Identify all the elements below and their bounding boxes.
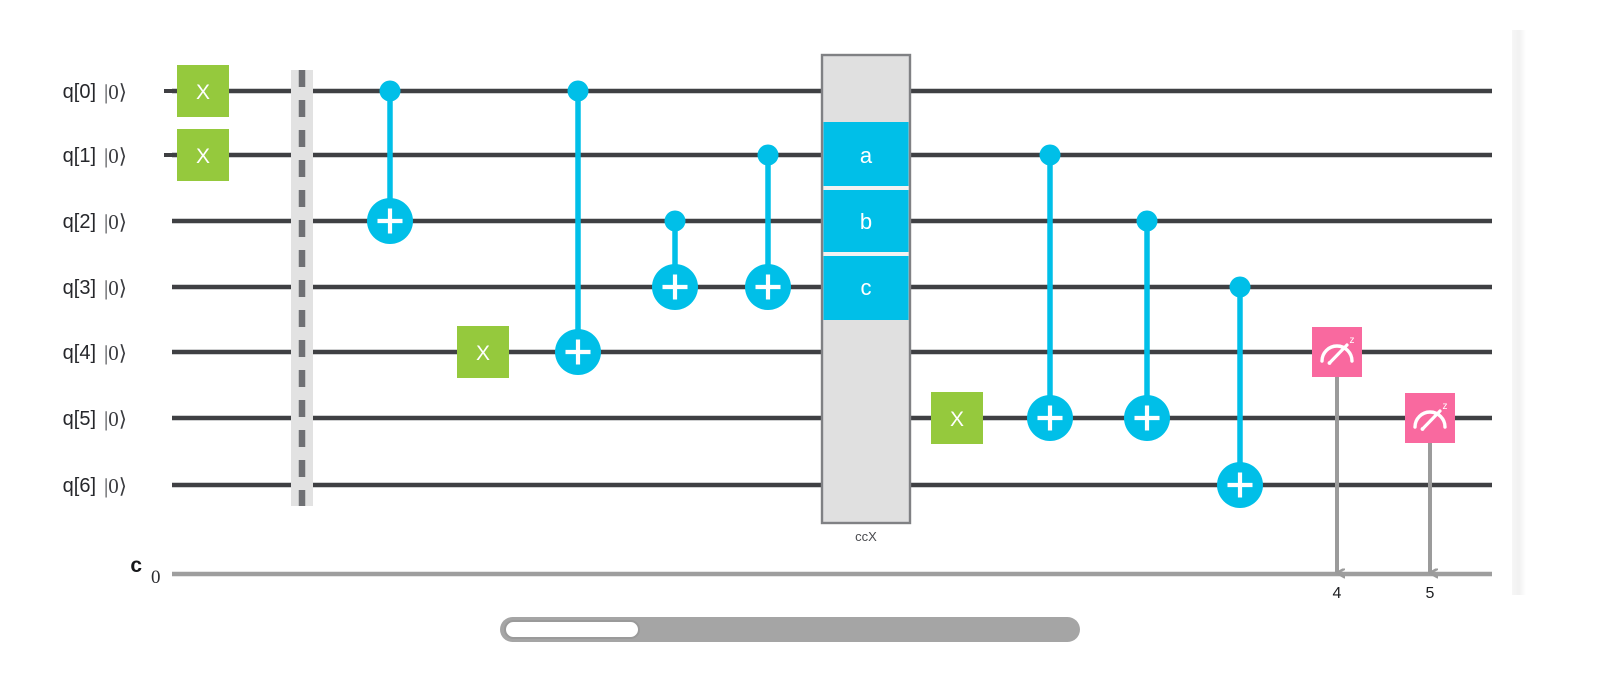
qubit-state-5: |0⟩ (104, 407, 127, 431)
x-gates[interactable]: X X X X (177, 65, 983, 444)
measurement-gauge-needle (1420, 409, 1442, 431)
ccx-gate-caption: ccX (855, 529, 877, 544)
cnot-control-dot[interactable] (1039, 144, 1061, 166)
measurement-gate[interactable]: z (1405, 393, 1455, 573)
qubit-state-3: |0⟩ (104, 276, 127, 300)
ccx-cell-label-b: b (860, 209, 872, 234)
x-gate[interactable]: X (177, 65, 229, 117)
qubit-label-0: q[0] (63, 81, 96, 103)
cnot-control-dot[interactable] (567, 80, 589, 102)
measurement-gauge-pivot (1420, 427, 1425, 431)
qubit-label-5: q[5] (63, 408, 96, 430)
measurement-gauge-arc (1413, 410, 1447, 429)
cnot-gate[interactable] (1124, 210, 1170, 442)
cnot-gate[interactable] (1217, 276, 1263, 509)
classical-bit-index: 5 (1426, 585, 1435, 602)
cnot-gate[interactable] (367, 80, 413, 245)
qubit-label-1: q[1] (63, 145, 96, 167)
classical-bit-index: 4 (1333, 585, 1342, 602)
qubit-state-4: |0⟩ (104, 341, 127, 365)
cnot-control-dot[interactable] (757, 144, 779, 166)
cnot-control-dot[interactable] (1136, 210, 1158, 232)
qubit-label-2: q[2] (63, 211, 96, 233)
measurement-gate[interactable]: z (1312, 327, 1362, 573)
cnot-gates[interactable] (367, 80, 1263, 509)
cnot-control-dot[interactable] (379, 80, 401, 102)
classical-register-index: 0 (151, 567, 161, 588)
x-gate-box[interactable] (177, 129, 229, 181)
barriers (291, 70, 313, 506)
qubit-state-6: |0⟩ (104, 474, 127, 498)
cnot-gate[interactable] (555, 80, 601, 376)
ccx-cell-label-a: a (860, 143, 873, 168)
scrollbar-thumb[interactable] (504, 620, 640, 639)
x-gate-label: X (196, 81, 210, 104)
measurement-basis-label: z (1443, 401, 1448, 412)
qubit-label-6: q[6] (63, 475, 96, 497)
measurement-basis-label: z (1350, 335, 1355, 346)
ccx-cell-c[interactable] (823, 254, 909, 320)
x-gate-box[interactable] (931, 392, 983, 444)
classical-register-label: c (130, 554, 142, 577)
right-edge-band (1512, 30, 1526, 595)
qubit-label-3: q[3] (63, 277, 96, 299)
multi-qubit-gate-ccx[interactable]: a b c ccX (820, 53, 912, 544)
horizontal-scrollbar[interactable] (500, 617, 1080, 642)
x-gate-label: X (476, 342, 490, 365)
measurement-gauge-arc (1320, 344, 1354, 363)
ccx-cell-a[interactable] (823, 122, 909, 188)
ccx-cell-label-c: c (861, 275, 872, 300)
cnot-control-dot[interactable] (1229, 276, 1251, 298)
measurement-gates[interactable]: z 4 z 5 (1312, 327, 1455, 602)
measurement-gate-box[interactable] (1312, 327, 1362, 377)
cnot-gate[interactable] (1027, 144, 1073, 442)
qubit-state-2: |0⟩ (104, 210, 127, 234)
cnot-control-dot[interactable] (664, 210, 686, 232)
x-gate[interactable]: X (457, 326, 509, 378)
x-gate-box[interactable] (177, 65, 229, 117)
qubit-label-4: q[4] (63, 342, 96, 364)
measurement-gate-box[interactable] (1405, 393, 1455, 443)
x-gate-label: X (196, 145, 210, 168)
ccx-gate[interactable]: a b c ccX (820, 53, 912, 544)
x-gate[interactable]: X (931, 392, 983, 444)
measurement-gauge-pivot (1327, 361, 1332, 365)
x-gate-box[interactable] (457, 326, 509, 378)
measurement-gauge-needle (1327, 343, 1349, 365)
cnot-gate[interactable] (745, 144, 791, 311)
ccx-cell-b[interactable] (823, 188, 909, 254)
qubit-state-1: |0⟩ (104, 144, 127, 168)
qubit-state-0: |0⟩ (104, 80, 127, 104)
x-gate[interactable]: X (177, 129, 229, 181)
x-gate-label: X (950, 408, 964, 431)
register-labels: q[0] |0⟩ q[1] |0⟩ q[2] |0⟩ q[3] |0⟩ q[4] |0⟩ q[5] |… (63, 80, 172, 588)
cnot-gate[interactable] (652, 210, 698, 311)
barrier (291, 70, 313, 506)
